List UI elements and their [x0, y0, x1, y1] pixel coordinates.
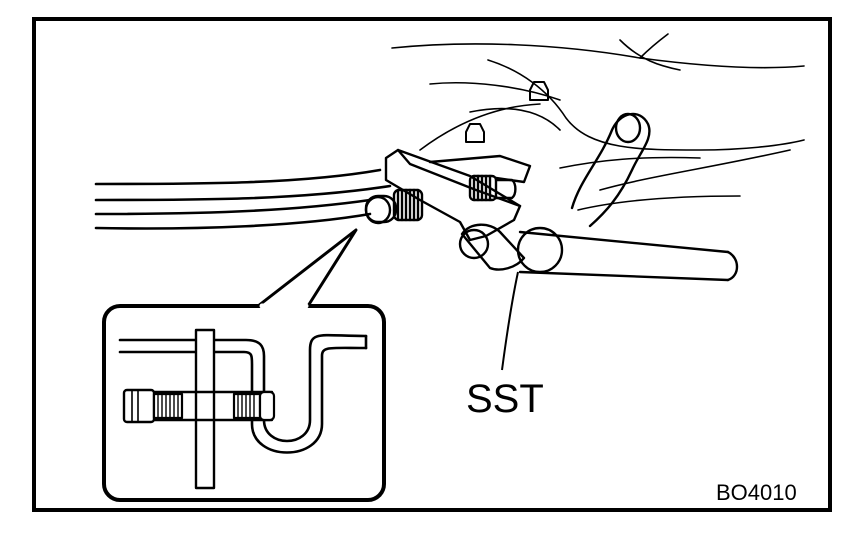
- frame-bolts: [465, 81, 549, 143]
- figure-code: BO4010: [716, 480, 797, 505]
- vehicle-body-lines: [391, 33, 805, 211]
- inset-detail-icon: [102, 228, 386, 502]
- figure-frame: [32, 17, 832, 512]
- special-service-tool-icon: [364, 148, 532, 271]
- sst-label: SST: [466, 377, 544, 421]
- brake-lines: [94, 168, 392, 230]
- main-illustration: [94, 33, 805, 282]
- sst-leader-line: [501, 271, 519, 371]
